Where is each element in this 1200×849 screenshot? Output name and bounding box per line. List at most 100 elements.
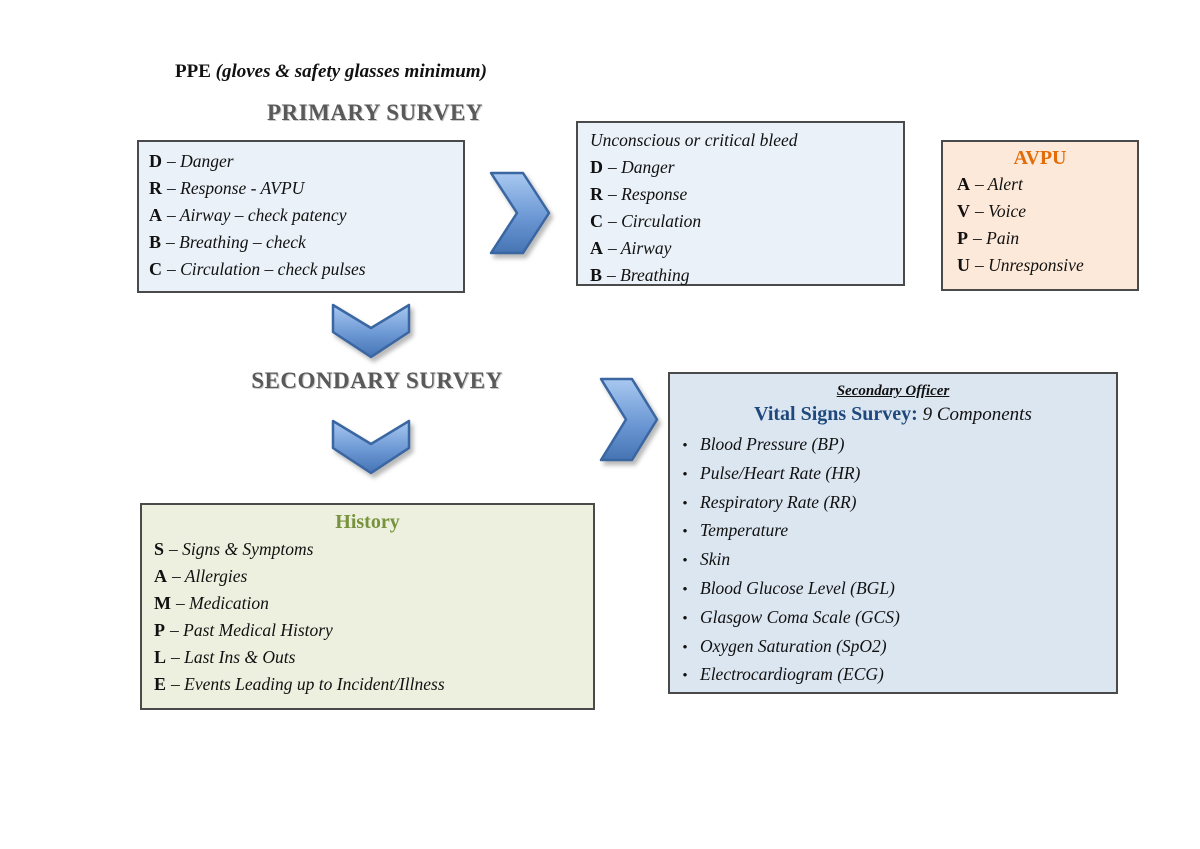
item-text: – Airway – check patency [167, 205, 347, 225]
item-text: – Danger [167, 151, 234, 171]
chevron-right-icon [489, 171, 551, 255]
bullet-icon: • [682, 495, 688, 512]
item-letter: D [590, 157, 603, 177]
list-item: • Oxygen Saturation (SpO2) [670, 633, 1116, 662]
item-letter: A [149, 205, 162, 225]
list-item: P– Past Medical History [154, 617, 593, 644]
history-title: History [335, 511, 400, 533]
item-letter: C [149, 259, 162, 279]
item-text: – Alert [975, 174, 1023, 194]
item-text: – Response - AVPU [167, 178, 305, 198]
bullet-icon: • [682, 610, 688, 627]
list-item: E– Events Leading up to Incident/Illness [154, 671, 593, 698]
bullet-icon: • [682, 553, 688, 570]
item-text: Skin [700, 549, 731, 570]
item-text: – Breathing [607, 265, 690, 285]
vital-signs-box: Secondary Officer Vital Signs Survey: 9 … [668, 372, 1118, 694]
list-item: R– Response - AVPU [149, 175, 463, 202]
list-item: B– Breathing – check [149, 229, 463, 256]
list-item: • Skin [670, 546, 1116, 575]
vitals-title: Vital Signs Survey: [754, 403, 918, 425]
chevron-down-icon [331, 303, 411, 359]
item-text: – Airway [608, 238, 672, 258]
list-item: M– Medication [154, 590, 593, 617]
unconscious-heading: Unconscious or critical bleed [590, 130, 798, 150]
bullet-icon: • [682, 581, 688, 598]
item-text: – Events Leading up to Incident/Illness [171, 674, 445, 694]
list-item: • Temperature [670, 517, 1116, 546]
item-text: – Past Medical History [170, 620, 333, 640]
list-item: D– Danger [590, 154, 903, 181]
item-letter: L [154, 647, 167, 667]
item-text: Blood Pressure (BP) [700, 434, 845, 454]
item-text: Respiratory Rate (RR) [700, 491, 857, 512]
item-text: Blood Glucose Level (BGL) [700, 577, 895, 598]
item-letter: V [957, 201, 970, 221]
unconscious-box: Unconscious or critical bleed D– Danger … [576, 121, 905, 286]
list-item: U– Unresponsive [957, 252, 1137, 279]
item-text: – Danger [608, 157, 675, 177]
vitals-list: • Blood Pressure (BP) • Pulse/Heart Rate (… [670, 431, 1116, 690]
list-item: A– Alert [957, 171, 1137, 198]
item-text: – Voice [975, 201, 1027, 221]
item-letter: D [149, 151, 162, 171]
item-letter: S [154, 539, 165, 559]
list-item: •Glasgow Coma Scale (GCS) [670, 604, 1116, 633]
item-letter: U [957, 255, 970, 275]
item-text: Pulse/Heart Rate (HR) [700, 462, 861, 483]
secondary-survey-title: SECONDARY SURVEY [251, 368, 503, 393]
list-item: A– Airway – check patency [149, 202, 463, 229]
bullet-icon: • [682, 524, 688, 541]
list-item: •Electrocardiogram (ECG) [670, 661, 1116, 690]
vitals-title-line: Vital Signs Survey: 9 Components [670, 402, 1116, 427]
primary-survey-title: PRIMARY SURVEY [267, 100, 483, 125]
list-item: S– Signs & Symptoms [154, 536, 593, 563]
item-text: – Signs & Symptoms [169, 539, 314, 559]
item-text: Temperature [700, 520, 789, 541]
list-item: C– Circulation – check pulses [149, 256, 463, 283]
list-item: A– Airway [590, 235, 903, 262]
history-box: History S– Signs & Symptoms A– Allergies… [140, 503, 595, 710]
list-item: • Blood Pressure (BP) [670, 431, 1116, 460]
list-item: • Blood Glucose Level (BGL) [670, 575, 1116, 604]
primary-survey-box: D– Danger R– Response - AVPU A– Airway –… [137, 140, 465, 293]
item-text: – Circulation [608, 211, 702, 231]
bullet-icon: • [682, 639, 688, 656]
item-letter: A [957, 174, 970, 194]
bullet-icon: • [682, 466, 688, 483]
chevron-right-icon [599, 377, 659, 462]
list-item: C– Circulation [590, 208, 903, 235]
item-letter: P [957, 228, 968, 248]
chevron-down-icon [331, 419, 411, 475]
list-item: B– Breathing [590, 262, 903, 289]
list-item: • Respiratory Rate (RR) [670, 489, 1116, 518]
item-letter: E [154, 674, 167, 694]
item-letter: B [149, 232, 162, 252]
list-item: • Pulse/Heart Rate (HR) [670, 460, 1116, 489]
item-text: – Medication [176, 593, 269, 613]
list-item: V– Voice [957, 198, 1137, 225]
item-letter: A [590, 238, 603, 258]
item-text: – Response [608, 184, 688, 204]
avpu-box: AVPU A– Alert V– Voice P– Pain U– Unresp… [941, 140, 1139, 291]
ppe-detail: (gloves & safety glasses minimum) [210, 61, 487, 82]
item-letter: M [154, 593, 171, 613]
ppe-note: PPE (gloves & safety glasses minimum) [175, 61, 487, 83]
item-letter: R [149, 178, 162, 198]
item-text: – Breathing – check [166, 232, 306, 252]
item-text: Electrocardiogram (ECG) [700, 664, 884, 685]
bullet-icon: • [682, 438, 688, 454]
list-item: L– Last Ins & Outs [154, 644, 593, 671]
item-text: – Unresponsive [975, 255, 1084, 275]
item-text: – Pain [973, 228, 1020, 248]
list-item: P– Pain [957, 225, 1137, 252]
item-letter: P [154, 620, 165, 640]
vitals-title-suffix: 9 Components [917, 404, 1032, 425]
item-text: Oxygen Saturation (SpO2) [700, 635, 887, 656]
item-letter: C [590, 211, 603, 231]
item-letter: R [590, 184, 603, 204]
item-text: – Allergies [172, 566, 248, 586]
item-text: – Circulation – check pulses [167, 259, 366, 279]
list-item: A– Allergies [154, 563, 593, 590]
